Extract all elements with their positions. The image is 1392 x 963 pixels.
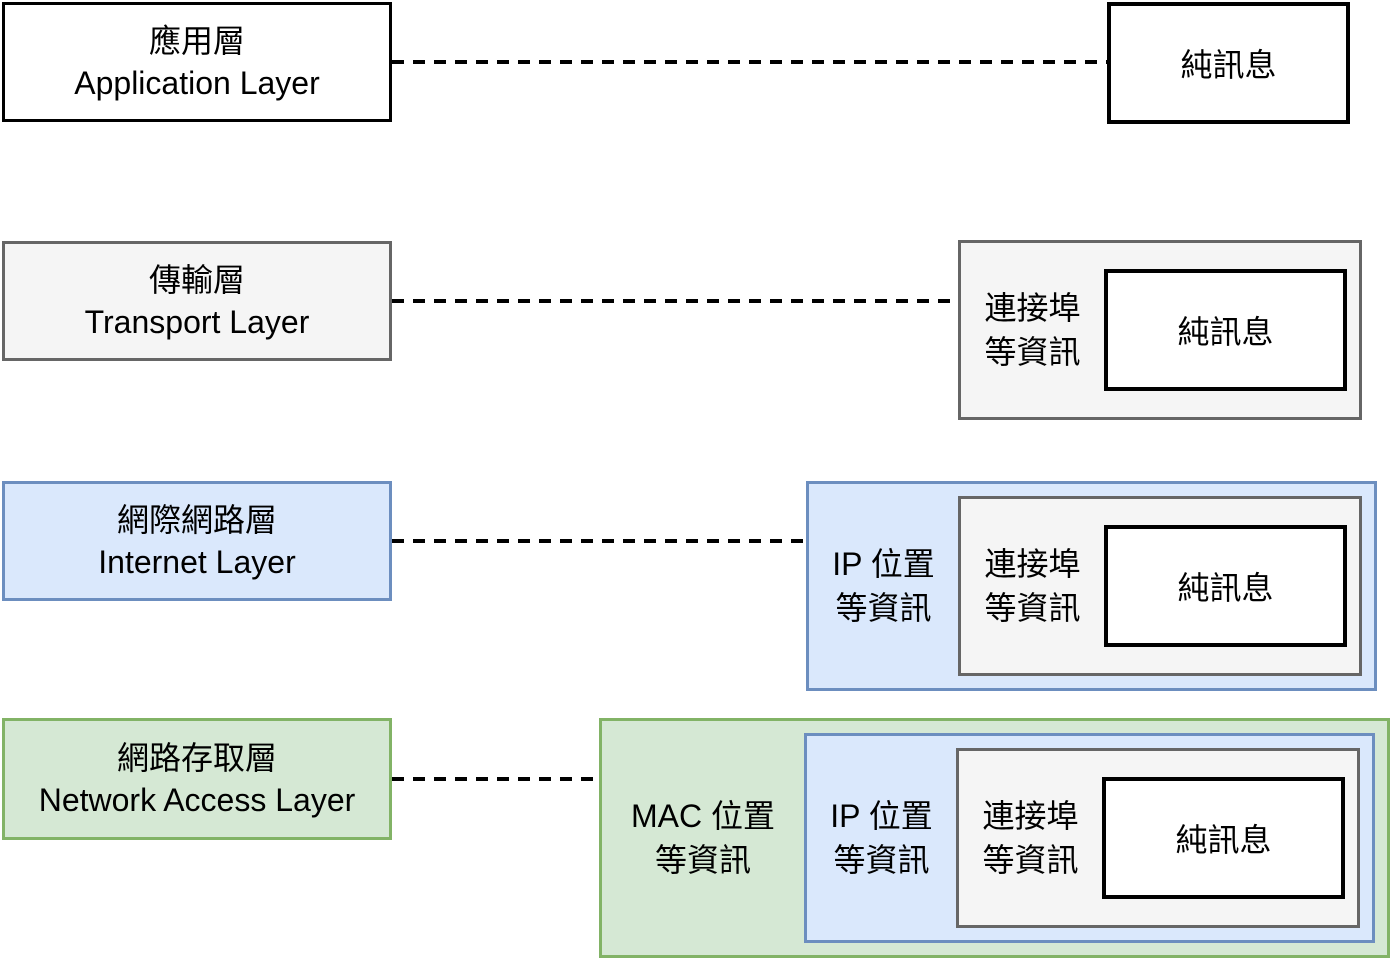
message-box-network-access: 純訊息 <box>1102 777 1345 899</box>
layer-box-network-access: 網路存取層 Network Access Layer <box>2 718 392 840</box>
message-label: 純訊息 <box>1180 47 1277 83</box>
connector-internet <box>392 539 806 543</box>
layer-name-zh: 網際網路層 <box>116 502 277 538</box>
message-box-transport: 純訊息 <box>1104 269 1347 391</box>
layer-box-application: 應用層 Application Layer <box>2 2 392 122</box>
message-label: 純訊息 <box>1177 314 1274 350</box>
layer-name-en: Internet Layer <box>98 544 296 580</box>
port-info-label: 連接埠 等資訊 <box>984 546 1081 626</box>
connector-application <box>392 60 1107 64</box>
packet-box-transport: 連接埠 等資訊 純訊息 <box>958 240 1362 420</box>
layer-name-en: Application Layer <box>74 65 320 101</box>
ip-info-label: IP 位置 等資訊 <box>832 546 935 626</box>
packet-box-internet: IP 位置 等資訊 連接埠 等資訊 純訊息 <box>806 481 1377 691</box>
message-label: 純訊息 <box>1175 822 1272 858</box>
port-info-label: 連接埠 等資訊 <box>982 798 1079 878</box>
message-label: 純訊息 <box>1177 570 1274 606</box>
layer-box-internet: 網際網路層 Internet Layer <box>2 481 392 601</box>
packet-box-network-access-ip: IP 位置 等資訊 連接埠 等資訊 純訊息 <box>804 733 1375 943</box>
frame-box-network-access: MAC 位置 等資訊 IP 位置 等資訊 連接埠 等資訊 純訊息 <box>599 718 1390 958</box>
connector-transport <box>392 299 958 303</box>
layer-name-en: Transport Layer <box>84 304 310 340</box>
message-box-application: 純訊息 <box>1107 2 1350 124</box>
layer-box-transport: 傳輸層 Transport Layer <box>2 241 392 361</box>
packet-box-network-access-port: 連接埠 等資訊 純訊息 <box>956 748 1360 928</box>
port-info-label: 連接埠 等資訊 <box>984 290 1081 370</box>
layer-name-en: Network Access Layer <box>38 782 356 818</box>
layer-name-zh: 網路存取層 <box>116 740 277 776</box>
layer-name-zh: 傳輸層 <box>148 262 245 298</box>
mac-info-label: MAC 位置 等資訊 <box>630 798 775 878</box>
connector-network-access <box>392 777 599 781</box>
packet-box-internet-port: 連接埠 等資訊 純訊息 <box>958 496 1362 676</box>
layer-name-zh: 應用層 <box>148 23 245 59</box>
ip-info-label: IP 位置 等資訊 <box>830 798 933 878</box>
message-box-internet: 純訊息 <box>1104 525 1347 647</box>
